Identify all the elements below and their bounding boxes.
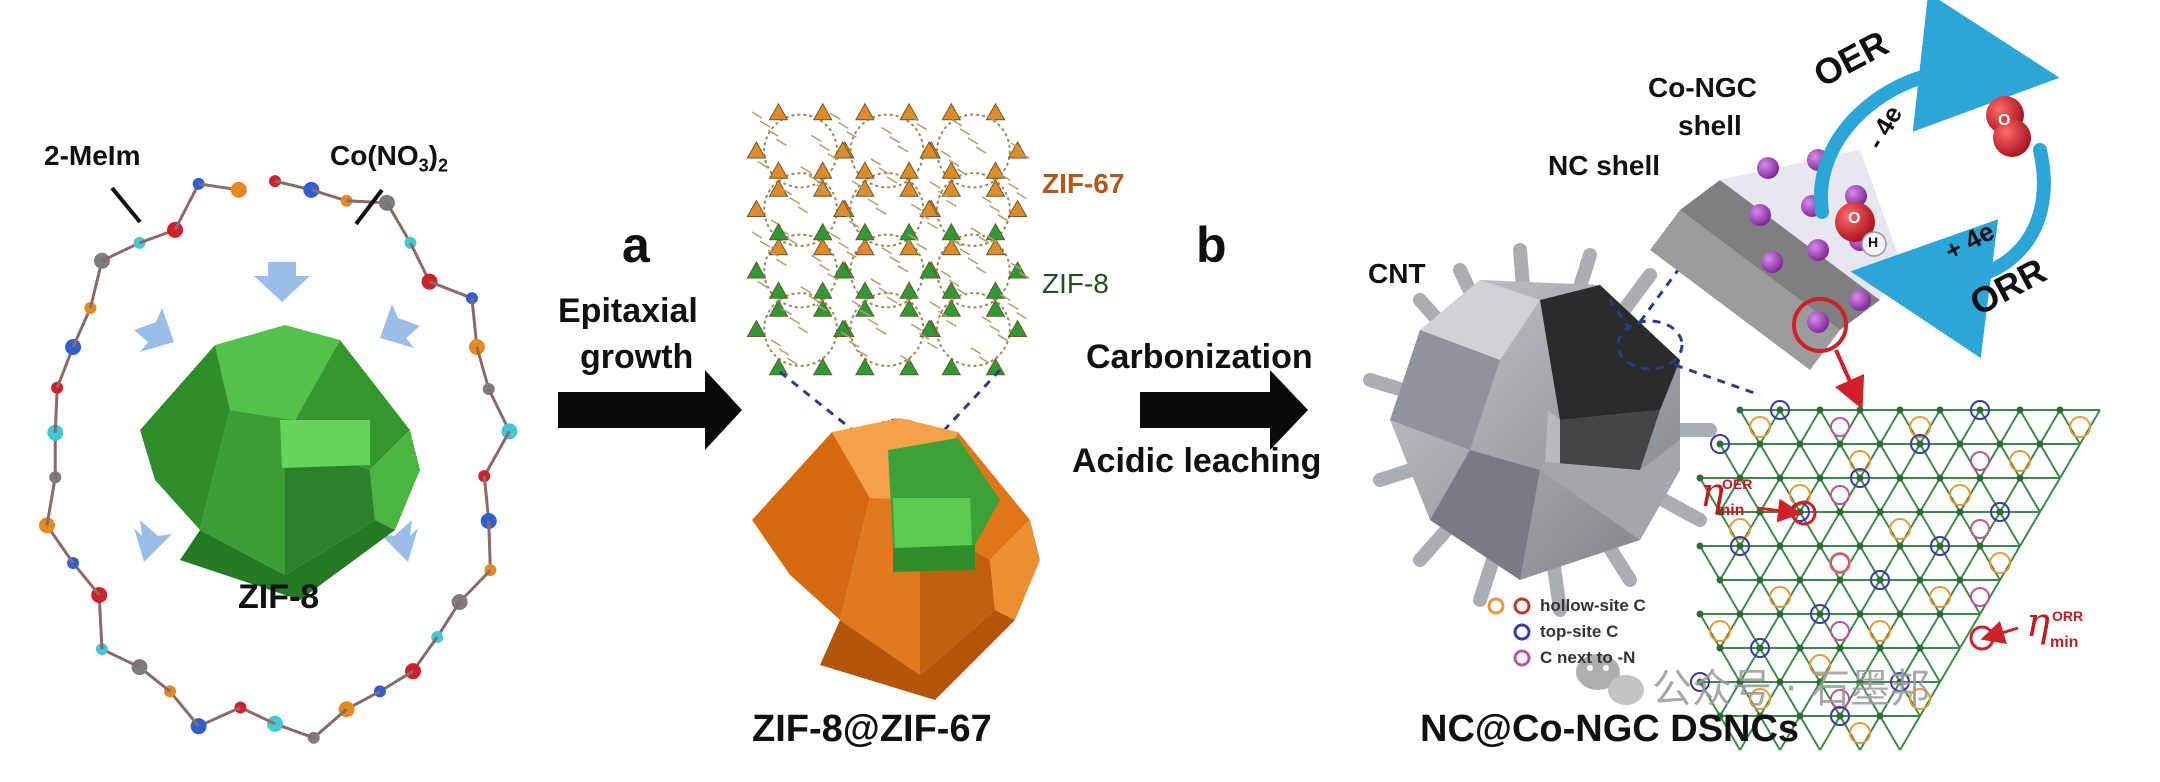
- eta-oer-sup: OER: [1722, 476, 1753, 492]
- label-zif8-crystal: ZIF-8: [238, 578, 320, 616]
- label-cono3: Co(NO3)2: [330, 140, 448, 177]
- step-b-line1: Carbonization: [1086, 338, 1313, 376]
- legend-markers: [1487, 597, 1531, 667]
- legend-next-to-n: C next to -N: [1540, 648, 1636, 667]
- label-cono3-sub: 3: [418, 155, 429, 176]
- step-a-line1: Epitaxial: [558, 292, 698, 330]
- wechat-icon: [1576, 654, 1644, 705]
- legend-top-site: top-site C: [1540, 622, 1619, 641]
- zif8-precursor-ring: [38, 175, 518, 744]
- step-a-line2: growth: [580, 338, 694, 376]
- cnt-polyhedron: [1363, 243, 1717, 617]
- label-zif67: ZIF-67: [1042, 168, 1125, 199]
- arrow-a: [558, 370, 742, 450]
- pointer-line-cono3: [354, 188, 384, 226]
- label-cono3-close: ): [428, 140, 438, 171]
- label-o2-atom: O: [1998, 112, 2011, 129]
- eta-orr-symbol: η: [2026, 600, 2050, 646]
- zif8-lattice: [746, 222, 1030, 376]
- label-co-ngc-line2: shell: [1678, 110, 1742, 141]
- label-nc-shell: NC shell: [1548, 150, 1661, 181]
- watermark: 公众号 · 石墨邦: [1652, 666, 1931, 712]
- label-co-ngc-line1: Co-NGC: [1648, 72, 1757, 103]
- step-a-letter: a: [622, 217, 650, 273]
- eta-orr-sup: ORR: [2052, 608, 2084, 624]
- label-cono3-base: Co(NO: [330, 140, 419, 171]
- graphene-lattice: [1690, 400, 2101, 751]
- label-cono3-sub2: 2: [438, 155, 449, 176]
- zoom-lines-right: [1608, 239, 1761, 397]
- shell-slab: [1650, 149, 1900, 410]
- zif8-at-zif67-crystal: [752, 418, 1040, 700]
- eta-orr-sub: min: [2050, 634, 2079, 651]
- zif8-crystal: [140, 325, 420, 600]
- label-nc-co-ngc-dsncs: NC@Co-NGC DSNCs: [1420, 708, 1800, 750]
- eta-oer-sub: min: [1716, 502, 1745, 519]
- oer-orr-cycle: [1813, 0, 2060, 359]
- label-oh-h: H: [1868, 234, 1879, 250]
- oh-molecule: [1835, 202, 1887, 257]
- inward-arrows: [134, 262, 420, 562]
- zif67-lattice: [746, 102, 1030, 256]
- step-b-letter: b: [1196, 217, 1227, 273]
- pointer-line-2meim: [110, 186, 142, 224]
- arrow-b: [1140, 370, 1308, 450]
- eta-pointers: [1756, 498, 2019, 651]
- eta-oer-symbol: η: [1700, 470, 1724, 516]
- label-zif8-at-zif67: ZIF-8@ZIF-67: [752, 708, 992, 750]
- label-zif8-lattice: ZIF-8: [1042, 268, 1109, 299]
- o2-molecule: [1986, 96, 2031, 157]
- legend-hollow-site: hollow-site C: [1540, 596, 1646, 615]
- label-2meim: 2-MeIm: [44, 140, 141, 171]
- step-b-line2: Acidic leaching: [1072, 442, 1322, 480]
- label-cnt: CNT: [1368, 258, 1426, 289]
- label-oh-o: O: [1848, 210, 1861, 227]
